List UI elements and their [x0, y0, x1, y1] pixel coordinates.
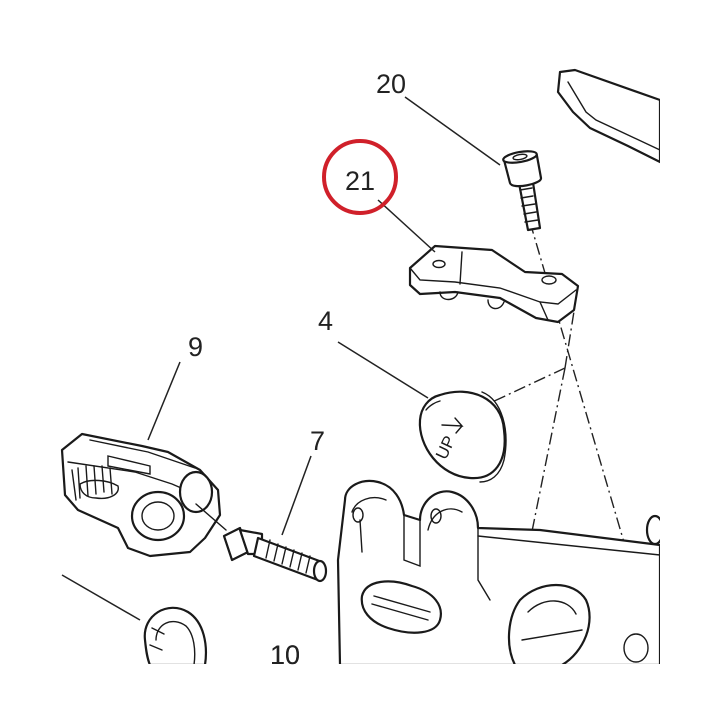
- callout-21: 21: [345, 166, 375, 196]
- callout-20: 20: [376, 69, 406, 99]
- callout-9: 9: [188, 332, 203, 362]
- part-9-adjuster-plate: [60, 432, 227, 558]
- part-10-circlip: [143, 606, 207, 667]
- cover-panel: [556, 68, 662, 164]
- callout-10-visible: 10: [270, 640, 300, 670]
- swingarm-frame: [336, 479, 665, 667]
- highlight-circle: [322, 139, 398, 215]
- leader-lines: [61, 96, 501, 621]
- bottom-whitespace: [0, 664, 720, 720]
- callout-7: 7: [310, 426, 325, 456]
- part-7-threaded-bolt: [222, 526, 328, 583]
- callout-4: 4: [318, 306, 333, 336]
- right-whitespace: [660, 0, 720, 720]
- part-20-bolt: [502, 150, 543, 232]
- part-21-bracket: [408, 244, 580, 324]
- part-4-cover-cap: UP: [418, 390, 507, 483]
